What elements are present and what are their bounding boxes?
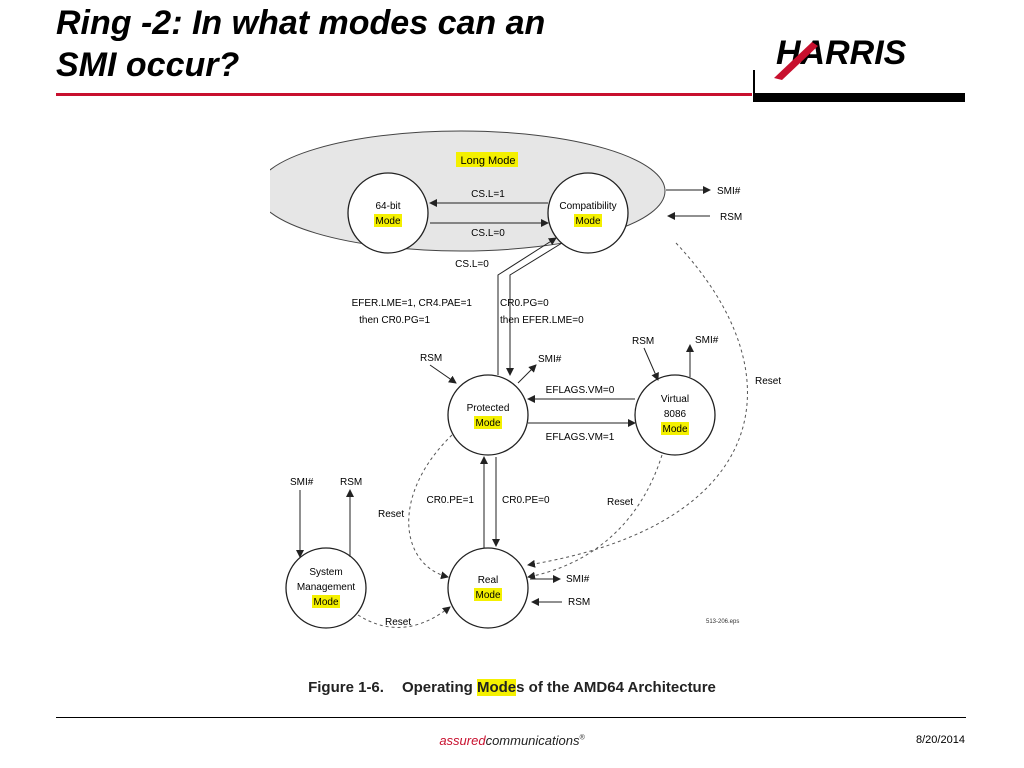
footer-rule [56, 717, 966, 718]
logo-divider [753, 70, 755, 102]
node-virtual-mode: Mode [662, 424, 687, 435]
footer-brand-mark: ® [579, 734, 585, 742]
node-smm-mode: Mode [313, 597, 338, 608]
slide-date: 8/20/2014 [916, 734, 965, 746]
node-compatibility-mode: Mode [575, 216, 600, 227]
footer-brand-right: communications [485, 733, 580, 748]
node-64bit-mode: Mode [375, 216, 400, 227]
logo-text: HARRIS [776, 34, 907, 72]
label-reset-left: Reset [378, 509, 404, 520]
long-mode-label: Long Mode [460, 155, 515, 167]
node-smm-label: System [309, 567, 342, 578]
label-eflags1: EFLAGS.VM=1 [546, 432, 615, 443]
label-efer-on-1: EFER.LME=1, CR4.PAE=1 [352, 298, 473, 309]
caption-number: Figure 1-6. [308, 679, 384, 696]
arrow-protected-smi [517, 364, 537, 384]
node-system-management [285, 547, 367, 629]
title-underline [56, 93, 752, 96]
caption-pre: Operating [401, 679, 477, 696]
arrow-compat-to-protected [506, 242, 563, 376]
label-cr0pg-2: then EFER.LME=0 [500, 315, 584, 326]
node-smm-label-2: Management [297, 582, 356, 593]
slide-title: Ring -2: In what modes can an SMI occur? [56, 2, 545, 86]
label-smm-smi: SMI# [290, 477, 314, 488]
label-efer-on-2: then CR0.PG=1 [359, 315, 430, 326]
title-bar [755, 93, 965, 102]
label-csl1: CS.L=1 [471, 189, 505, 200]
label-long-smi: SMI# [717, 186, 741, 197]
caption-highlight: Mode [476, 679, 517, 696]
node-virtual-label: Virtual [661, 394, 689, 405]
node-smm-mode-highlight [312, 595, 340, 608]
arrow-protected-to-compat [497, 237, 557, 375]
node-compatibility [547, 172, 629, 254]
label-reset-right: Reset [755, 376, 781, 387]
node-64bit [347, 172, 429, 254]
label-cr0pe0: CR0.PE=0 [502, 495, 550, 506]
footer-brand-left: assured [439, 733, 486, 748]
node-protected-mode: Mode [475, 418, 500, 429]
label-cr0pg-1: CR0.PG=0 [500, 298, 549, 309]
node-protected [447, 374, 529, 456]
arrow-reset-long-to-real [527, 242, 748, 568]
harris-logo: HARRIS [774, 34, 907, 80]
arrow-reset-virtual-to-real [527, 454, 663, 580]
arrow-reset-protected-to-real [408, 434, 453, 580]
label-prot-smi: SMI# [538, 354, 562, 365]
label-reset-bottom: Reset [385, 617, 411, 628]
figure-file-label: 513-206.eps [706, 619, 739, 625]
label-smm-rsm: RSM [340, 477, 362, 488]
node-64bit-label: 64-bit [375, 201, 400, 212]
node-virtual-mode-highlight [661, 422, 689, 435]
node-real-mode: Mode [475, 590, 500, 601]
label-csl0-bottom: CS.L=0 [455, 259, 489, 270]
label-long-rsm: RSM [720, 212, 742, 223]
logo-swoosh [774, 42, 818, 80]
arrow-protected-rsm [429, 364, 457, 384]
label-prot-rsm: RSM [420, 353, 442, 364]
label-cr0pe1: CR0.PE=1 [426, 495, 474, 506]
node-protected-label: Protected [467, 403, 510, 414]
operating-modes-diagram: Long Mode 64-bit Mode Compatibility Mode… [270, 130, 781, 629]
label-virt-rsm: RSM [632, 336, 654, 347]
footer-brand: assuredcommunications® [0, 733, 1024, 748]
label-virt-smi: SMI# [695, 335, 719, 346]
title-line-2: SMI occur? [56, 46, 240, 84]
node-protected-mode-highlight [474, 416, 502, 429]
node-virtual-label-2: 8086 [664, 409, 687, 420]
node-compatibility-label: Compatibility [559, 201, 616, 212]
arrow-reset-smm-to-real [357, 606, 451, 628]
long-mode-highlight [456, 152, 518, 167]
label-real-smi: SMI# [566, 574, 590, 585]
label-real-rsm: RSM [568, 597, 590, 608]
node-real-mode-highlight [474, 588, 502, 601]
label-csl0-top: CS.L=0 [471, 228, 505, 239]
node-virtual-8086 [634, 374, 716, 456]
node-64bit-mode-highlight [374, 214, 402, 227]
label-reset-virtual: Reset [607, 497, 633, 508]
title-line-1: Ring -2: In what modes can an [56, 4, 546, 42]
node-real-label: Real [478, 575, 499, 586]
arrow-virtual-rsm [643, 347, 659, 381]
node-compatibility-mode-highlight [574, 214, 602, 227]
caption-post: s of the AMD64 Architecture [516, 679, 716, 696]
figure-caption: Figure 1-6. Operating Modes of the AMD64 … [0, 679, 1024, 696]
label-eflags0: EFLAGS.VM=0 [546, 385, 615, 396]
